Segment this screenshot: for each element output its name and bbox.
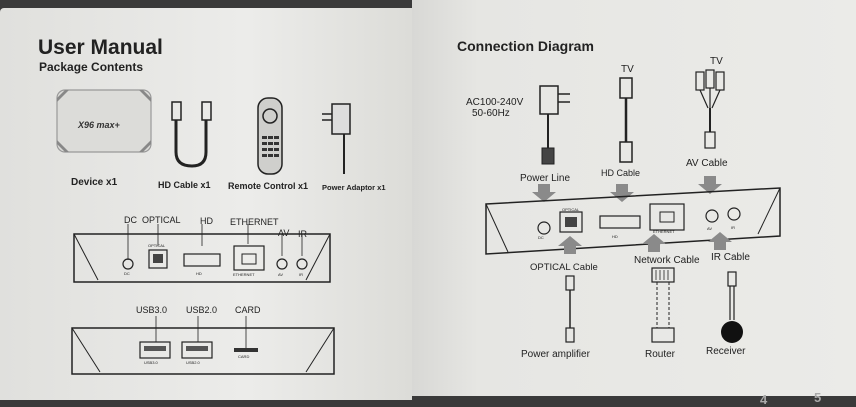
card-label: CARD xyxy=(235,305,261,315)
manual-title: User Manual xyxy=(38,36,163,59)
power-plug-illustration xyxy=(539,85,570,165)
device-label: Device x1 xyxy=(71,177,118,188)
conn-small-dc: DC xyxy=(538,235,544,240)
hd-cable-connection xyxy=(619,77,633,163)
port-label-av: AV xyxy=(278,228,290,238)
side-panel-diagram xyxy=(71,316,335,375)
av-cable-connection xyxy=(695,69,725,149)
port-label-optical: OPTICAL xyxy=(142,215,181,225)
conn-small-av: AV xyxy=(707,226,713,231)
network-cable-label: Network Cable xyxy=(634,255,700,266)
optical-cable-illustration xyxy=(565,275,575,343)
side-small-usb3: USB3.0 xyxy=(144,360,158,365)
hd-cable-label: HD Cable x1 xyxy=(158,180,211,190)
usb3-label: USB3.0 xyxy=(136,305,168,315)
package-contents-heading: Package Contents xyxy=(39,60,144,74)
conn-small-hd: HD xyxy=(612,234,618,239)
hd-cable-illustration xyxy=(171,101,212,168)
panel-small-ethernet: ETHERNET xyxy=(233,272,255,277)
panel-small-dc: DC xyxy=(124,271,130,276)
conn-small-ethernet: ETHERNET xyxy=(653,229,675,234)
tv-label-2: TV xyxy=(710,56,723,67)
hd-cable-connection-label: HD Cable xyxy=(601,168,641,178)
conn-small-ir: IR xyxy=(731,225,735,230)
power-amplifier-label: Power amplifier xyxy=(521,349,590,360)
av-cable-label: AV Cable xyxy=(686,158,728,169)
network-cable-illustration xyxy=(651,267,675,343)
connection-panel-diagram xyxy=(485,187,781,255)
router-label: Router xyxy=(645,349,676,360)
power-spec-voltage: AC100-240V xyxy=(466,97,524,108)
side-small-usb2: USB2.0 xyxy=(186,360,200,365)
usb2-label: USB2.0 xyxy=(186,305,218,315)
panel-small-ir: IR xyxy=(299,272,303,277)
conn-small-optical: OPTICAL xyxy=(562,207,580,212)
remote-illustration xyxy=(257,97,283,175)
right-page xyxy=(412,0,856,396)
device-logo: X96 max+ xyxy=(78,120,120,130)
output-arrows xyxy=(558,232,732,254)
back-panel-diagram xyxy=(73,224,331,283)
page-number-left: 4 xyxy=(760,392,768,407)
left-page xyxy=(0,8,412,400)
panel-small-hd: HD xyxy=(196,271,202,276)
port-label-hd: HD xyxy=(200,216,213,226)
ir-receiver-illustration xyxy=(721,271,743,343)
adaptor-label: Power Adaptor x1 xyxy=(322,183,386,192)
input-arrows xyxy=(532,176,722,202)
port-label-ethernet: ETHERNET xyxy=(230,217,279,227)
power-spec-frequency: 50-60Hz xyxy=(472,108,510,119)
panel-small-optical: OPTICAL xyxy=(148,243,166,248)
power-adaptor-illustration xyxy=(322,103,351,174)
side-small-card: CARD xyxy=(238,354,250,359)
receiver-label: Receiver xyxy=(706,346,746,357)
page-number-right: 5 xyxy=(814,390,822,405)
optical-cable-label: OPTICAL Cable xyxy=(530,262,598,273)
ir-cable-label: IR Cable xyxy=(711,252,750,263)
device-illustration xyxy=(56,89,152,153)
tv-label-1: TV xyxy=(621,64,634,75)
port-label-dc: DC xyxy=(124,215,137,225)
power-line-label: Power Line xyxy=(520,173,571,184)
panel-small-av: AV xyxy=(278,272,284,277)
connection-diagram-title: Connection Diagram xyxy=(457,38,594,54)
remote-label: Remote Control x1 xyxy=(228,181,309,191)
